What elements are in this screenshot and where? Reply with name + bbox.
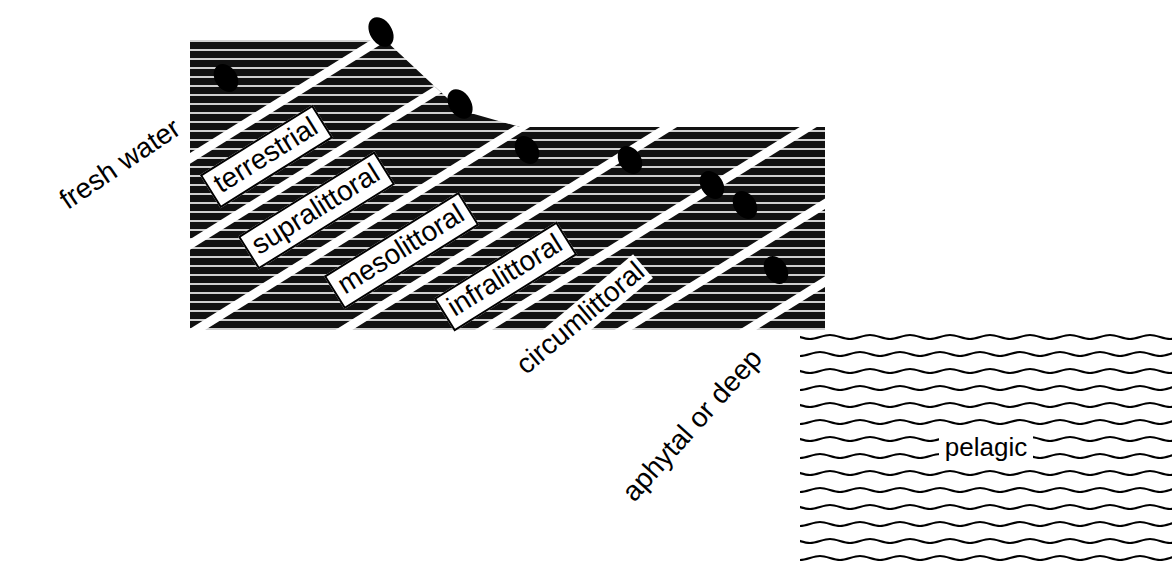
wave-line: [800, 419, 1172, 424]
zone-marker: [363, 13, 399, 52]
wave-line: [800, 334, 1172, 339]
zone-marker: [209, 59, 244, 96]
zone-marker: [695, 166, 730, 203]
zone-marker: [759, 251, 794, 288]
wave-line: [800, 470, 1172, 475]
wave-line: [800, 504, 1172, 509]
wave-line: [800, 351, 1172, 356]
wave-line: [800, 538, 1172, 543]
zone-marker: [442, 85, 478, 124]
wave-line: [800, 487, 1172, 492]
zone-name: pelagic: [939, 433, 1033, 463]
wave-line: [800, 368, 1172, 373]
zone-name: infralittoral: [442, 228, 568, 323]
zone-marker: [728, 186, 763, 223]
wave-line: [800, 385, 1172, 390]
wave-line: [800, 402, 1172, 407]
wave-line: [800, 555, 1172, 560]
zone-name: fresh water: [51, 111, 188, 217]
zone-name: terrestrial: [208, 111, 323, 199]
zone-marker: [510, 131, 545, 168]
wave-line: [800, 521, 1172, 526]
zone-name: mesolittoral: [332, 198, 470, 300]
zone-name: aphytal or deep: [614, 341, 770, 510]
pelagic-zone: pelagic: [800, 327, 1172, 569]
zone-marker: [613, 141, 648, 178]
